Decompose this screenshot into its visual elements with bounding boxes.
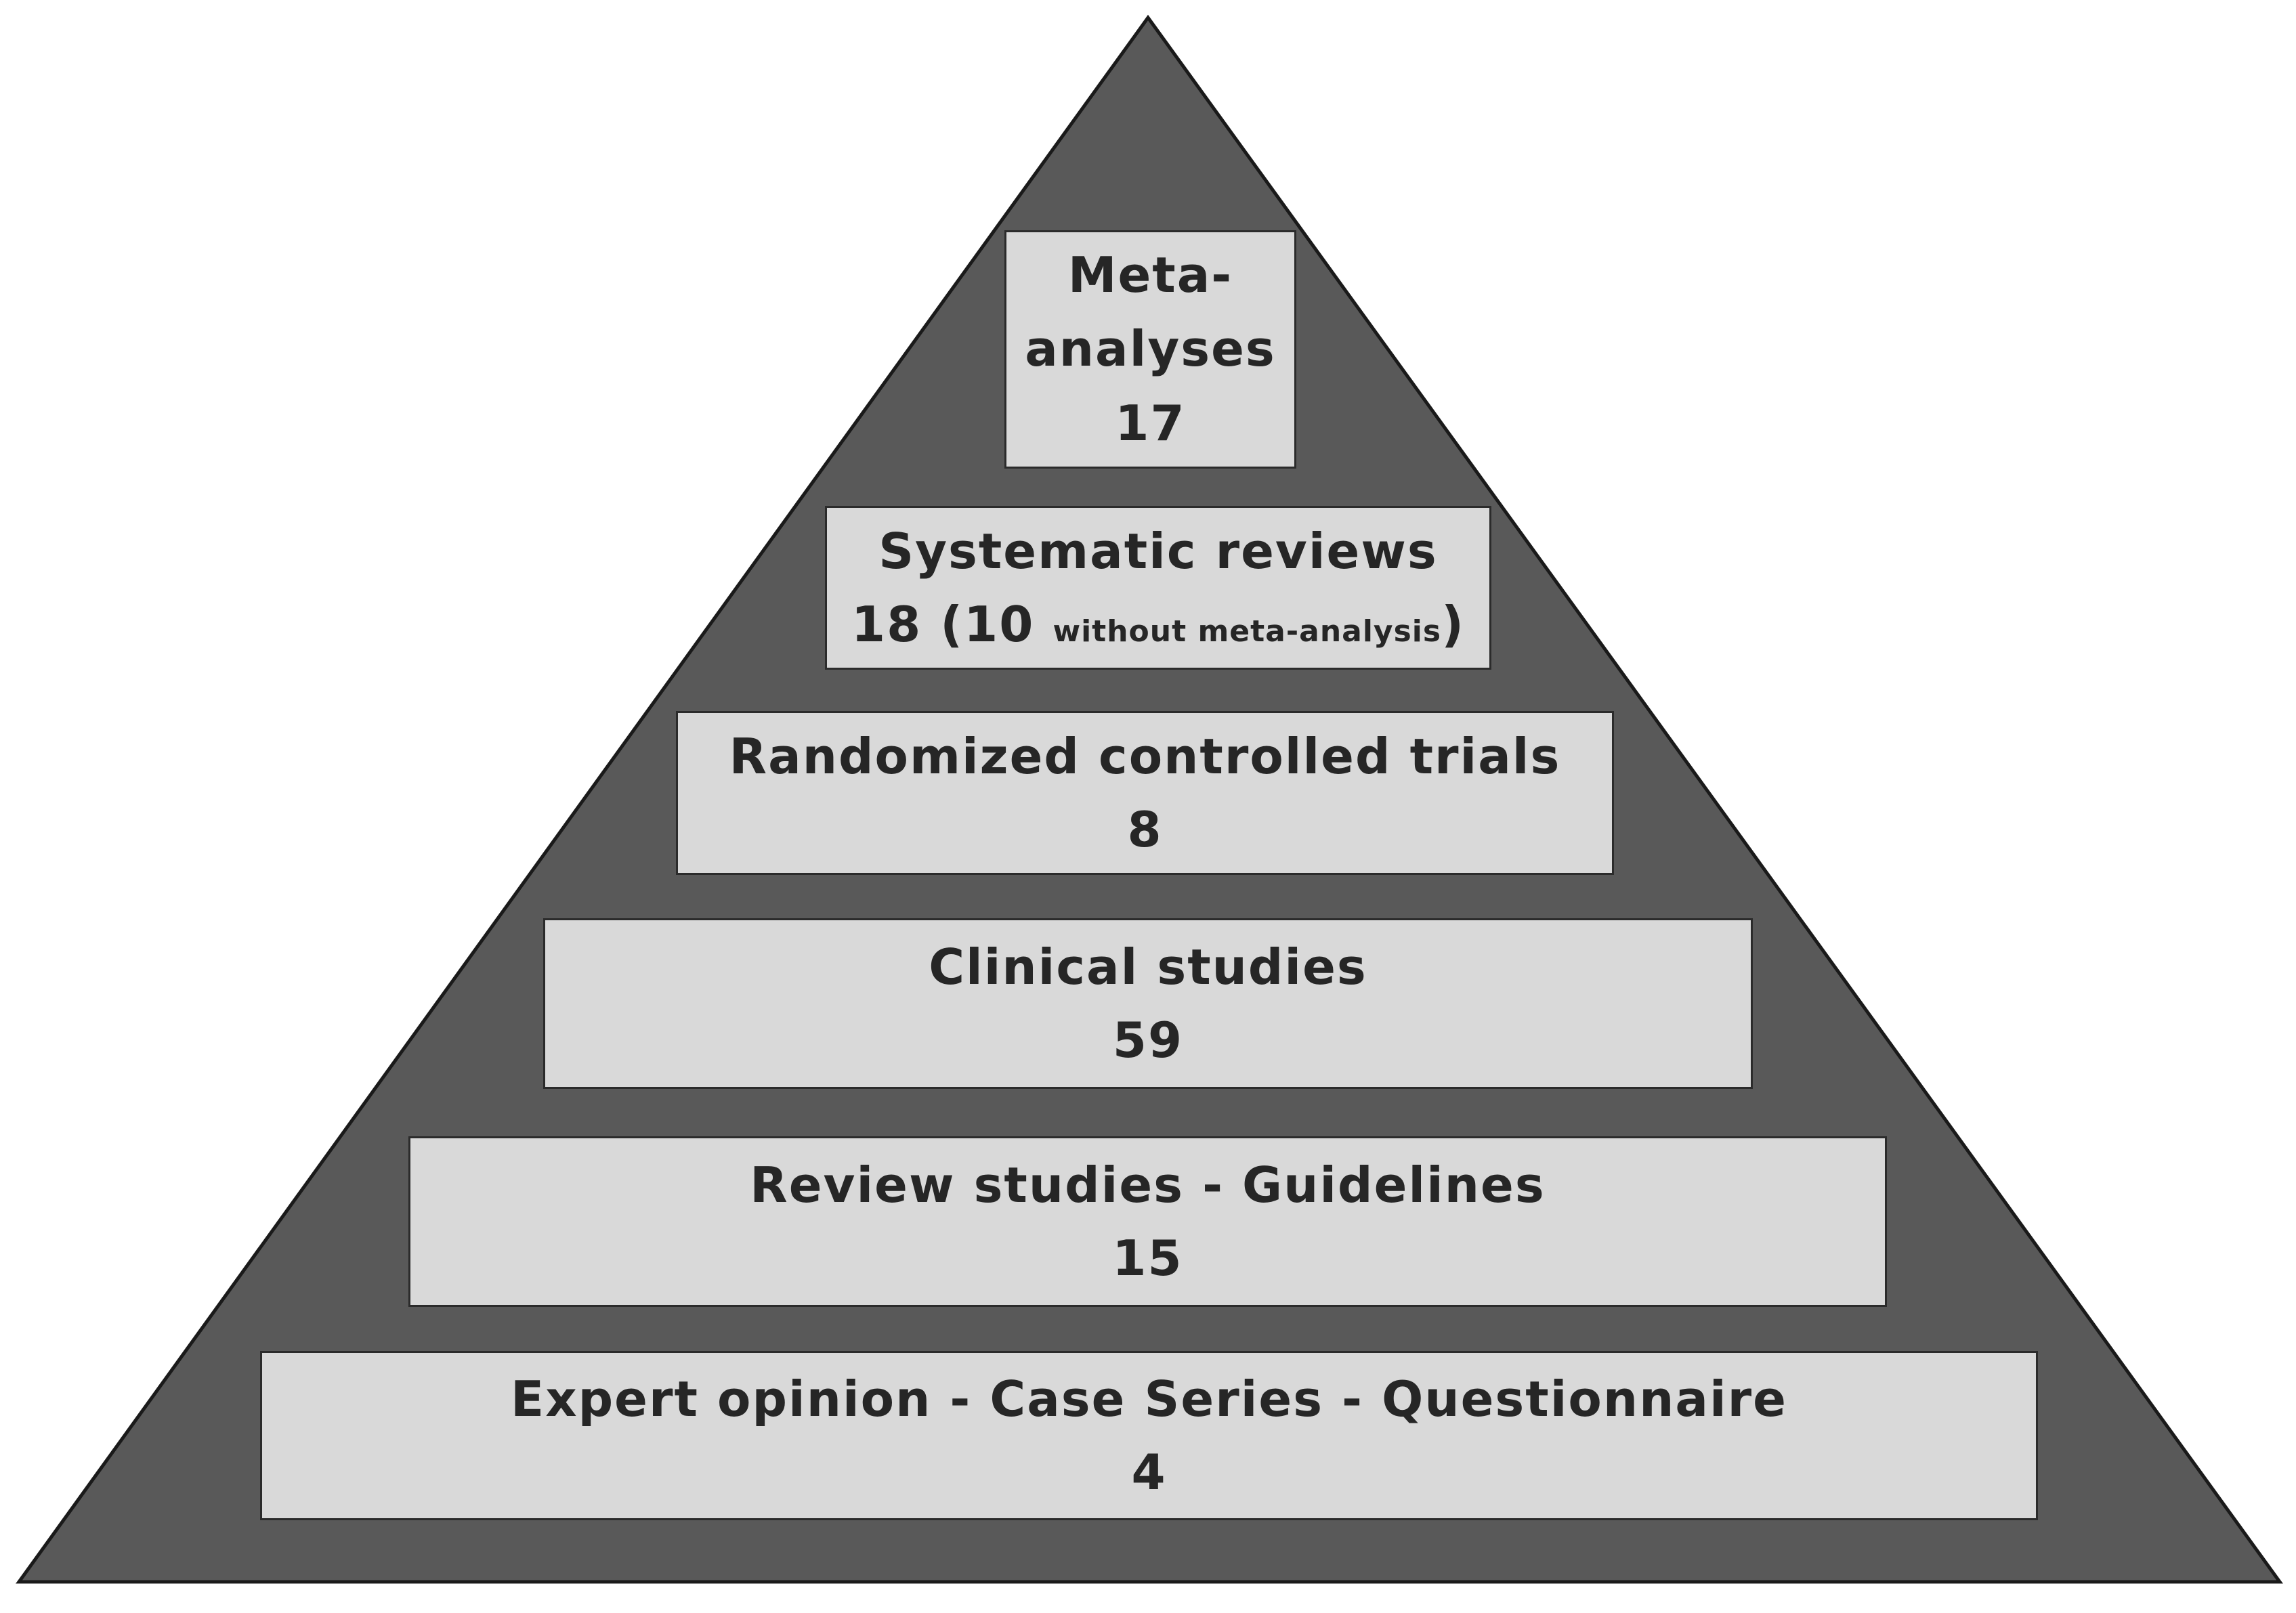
level-count: 8: [1127, 801, 1163, 858]
level-count: 17: [1115, 394, 1186, 452]
level-title: Randomized controlled trials: [729, 728, 1561, 785]
level-count: 4: [1131, 1444, 1167, 1501]
level-clinical-studies: Clinical studies 59: [543, 918, 1753, 1089]
level-expert-opinion: Expert opinion - Case Series - Questionn…: [260, 1351, 2038, 1520]
level-title: Expert opinion - Case Series - Questionn…: [511, 1371, 1787, 1427]
count-note: without meta-analysis: [1053, 614, 1442, 649]
level-title: Review studies - Guidelines: [750, 1157, 1546, 1213]
level-meta-analyses: Meta- analyses 17: [1004, 230, 1296, 469]
level-systematic-reviews: Systematic reviews 18 (10 without meta-a…: [825, 506, 1491, 670]
level-review-studies-guidelines: Review studies - Guidelines 15: [408, 1136, 1887, 1307]
level-count: 15: [1112, 1230, 1183, 1287]
level-randomized-controlled-trials: Randomized controlled trials 8: [676, 711, 1614, 875]
count-suffix: ): [1441, 596, 1465, 653]
level-title: Systematic reviews: [878, 523, 1438, 580]
level-count: 59: [1112, 1012, 1184, 1069]
level-count: 18 (10 without meta-analysis): [851, 588, 1465, 661]
level-title: Clinical studies: [929, 939, 1367, 995]
count-prefix: 18 (10: [851, 596, 1053, 653]
level-title-line2: analyses: [1025, 320, 1276, 378]
level-title-line1: Meta-: [1067, 246, 1233, 303]
